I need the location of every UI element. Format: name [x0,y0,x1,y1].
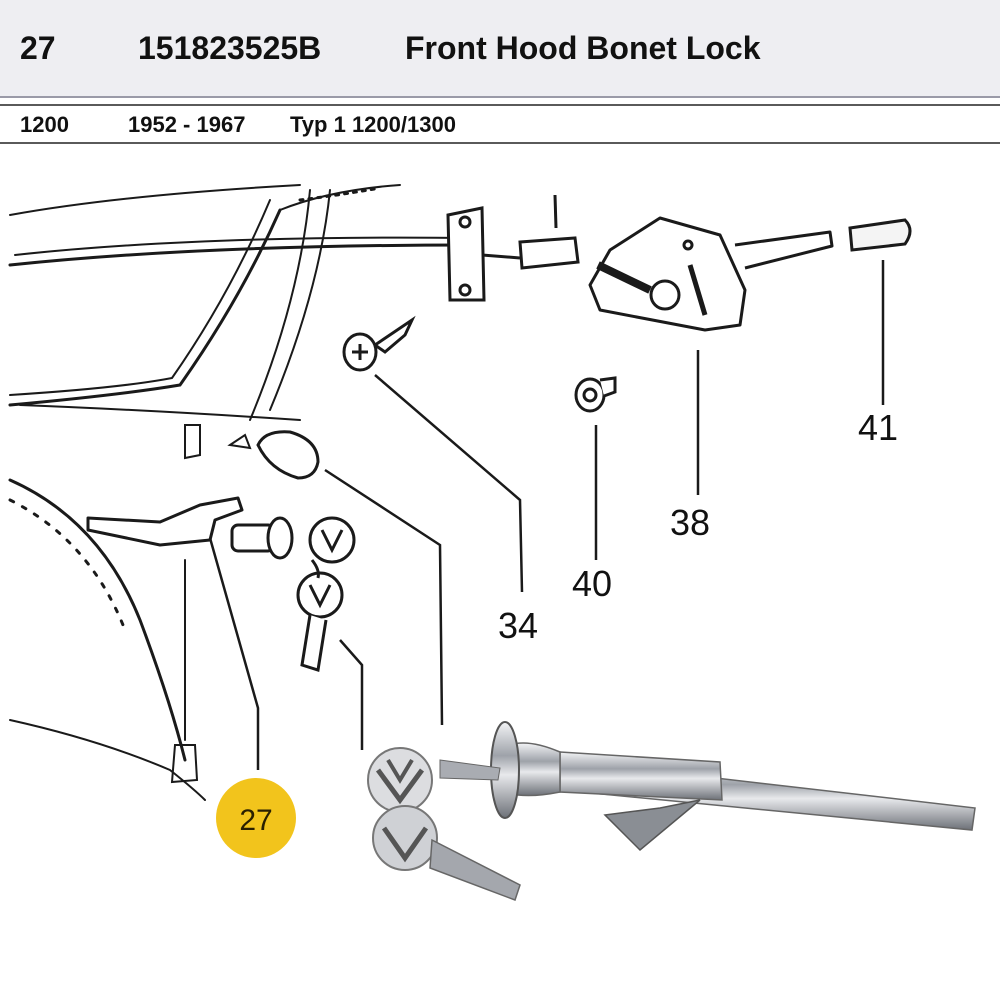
model-bar: 1200 1952 - 1967 Typ 1 1200/1300 [0,104,1000,144]
part-title: Front Hood Bonet Lock [405,30,761,66]
lock-photo [367,721,976,901]
callout-40: 40 [572,563,612,604]
lock-line-art [86,496,294,560]
latch-plate-38 [588,216,834,332]
header-bar: 27 151823525B Front Hood Bonet Lock [0,0,1000,98]
rubber-plug-41 [848,218,912,252]
callout-27: 27 [239,804,272,837]
model-label: 1200 [20,112,69,137]
knob-line-art [256,430,320,480]
callout-34: 34 [498,605,538,646]
key-line-art [296,516,356,672]
year-range: 1952 - 1967 [128,112,246,137]
callout-41: 41 [858,407,898,448]
car-body-outline [8,184,472,801]
screw-34 [342,315,416,372]
callout-38: 38 [670,502,710,543]
leader-bracket [553,194,558,229]
part-number: 151823525B [138,30,322,66]
highlight-badge [216,778,296,858]
leader-lines [208,260,885,770]
clamp-bracket [446,206,580,302]
item-number: 27 [20,30,56,66]
type-label: Typ 1 1200/1300 [290,112,456,137]
grommet-40 [574,376,617,413]
